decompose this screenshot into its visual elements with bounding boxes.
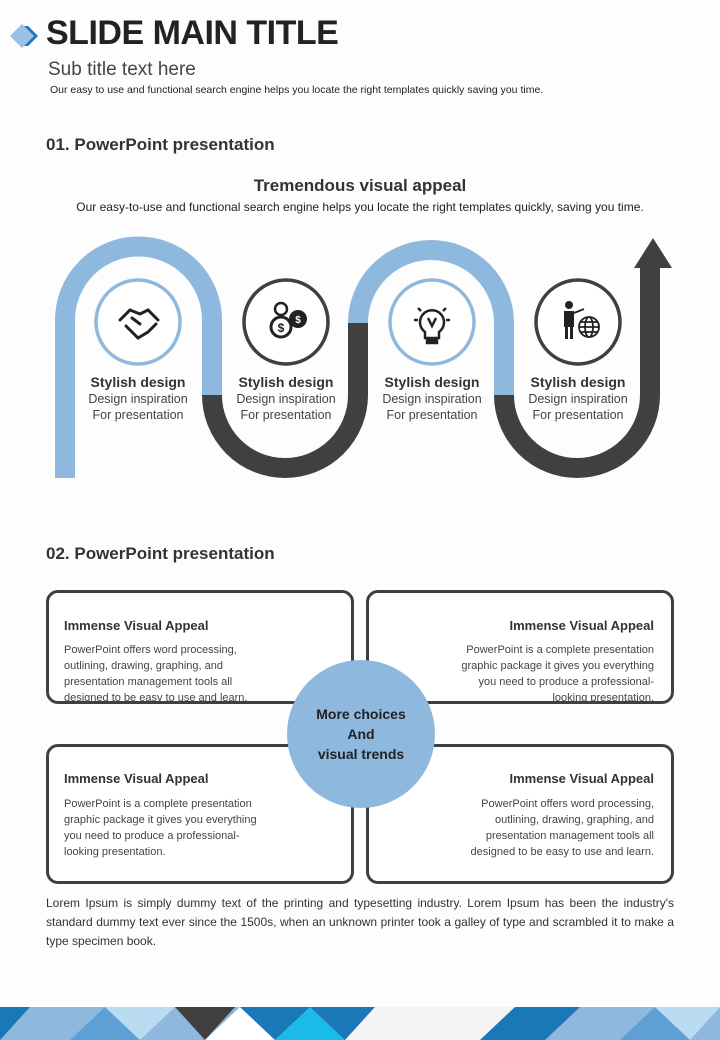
box-text: PowerPoint is a complete presentation gr… bbox=[461, 644, 654, 704]
presenter-globe-icon bbox=[564, 301, 600, 339]
step-line: Design inspiration bbox=[382, 392, 482, 406]
handshake-icon bbox=[118, 308, 160, 340]
step-title: Stylish design bbox=[384, 374, 480, 390]
box-text: PowerPoint is a complete presentation gr… bbox=[64, 798, 257, 858]
step-line: For presentation bbox=[532, 408, 624, 422]
svg-text:$: $ bbox=[295, 315, 301, 326]
step-line: Design inspiration bbox=[528, 392, 628, 406]
snake-path-diagram: $ $ bbox=[55, 236, 672, 478]
section1-description: Our easy-to-use and functional search en… bbox=[76, 200, 644, 214]
step-title: Stylish design bbox=[530, 374, 626, 390]
center-line: More choices bbox=[316, 706, 406, 722]
step-line: For presentation bbox=[386, 408, 478, 422]
step-line: For presentation bbox=[240, 408, 332, 422]
page-subtitle: Sub title text here bbox=[48, 59, 196, 80]
section1-label: 01. PowerPoint presentation bbox=[46, 135, 275, 154]
lightbulb-icon bbox=[414, 307, 450, 345]
center-line: visual trends bbox=[317, 746, 405, 762]
box-text: PowerPoint offers word processing, outli… bbox=[64, 644, 248, 704]
box-title: Immense Visual Appeal bbox=[509, 771, 654, 786]
center-line: And bbox=[347, 726, 375, 742]
diamond-logo-icon bbox=[10, 24, 38, 48]
path-segment-blue-2 bbox=[348, 240, 514, 395]
section1-heading: Tremendous visual appeal bbox=[253, 176, 467, 195]
path-segment-dark-1 bbox=[202, 323, 368, 478]
box-title: Immense Visual Appeal bbox=[509, 618, 654, 633]
center-circle: More choices And visual trends bbox=[287, 660, 435, 808]
footer-paragraph: Lorem Ipsum is simply dummy text of the … bbox=[46, 896, 674, 948]
arrow-head bbox=[634, 238, 672, 268]
page-description: Our easy to use and functional search en… bbox=[50, 84, 544, 96]
step-line: Design inspiration bbox=[236, 392, 336, 406]
section2-label: 02. PowerPoint presentation bbox=[46, 544, 275, 563]
page-title: SLIDE MAIN TITLE bbox=[46, 14, 339, 52]
path-segment-blue-1 bbox=[55, 236, 222, 478]
box-title: Immense Visual Appeal bbox=[64, 618, 209, 633]
step-title: Stylish design bbox=[90, 374, 186, 390]
step-title: Stylish design bbox=[238, 374, 334, 390]
box-title: Immense Visual Appeal bbox=[64, 771, 209, 786]
step-line: Design inspiration bbox=[88, 392, 188, 406]
step-line: For presentation bbox=[92, 408, 184, 422]
decorative-triangle-banner bbox=[0, 1007, 720, 1040]
path-segment-dark-2 bbox=[494, 265, 660, 478]
box-text: PowerPoint offers word processing, outli… bbox=[470, 798, 654, 858]
svg-text:$: $ bbox=[278, 321, 285, 335]
coins-icon: $ $ bbox=[269, 301, 307, 339]
